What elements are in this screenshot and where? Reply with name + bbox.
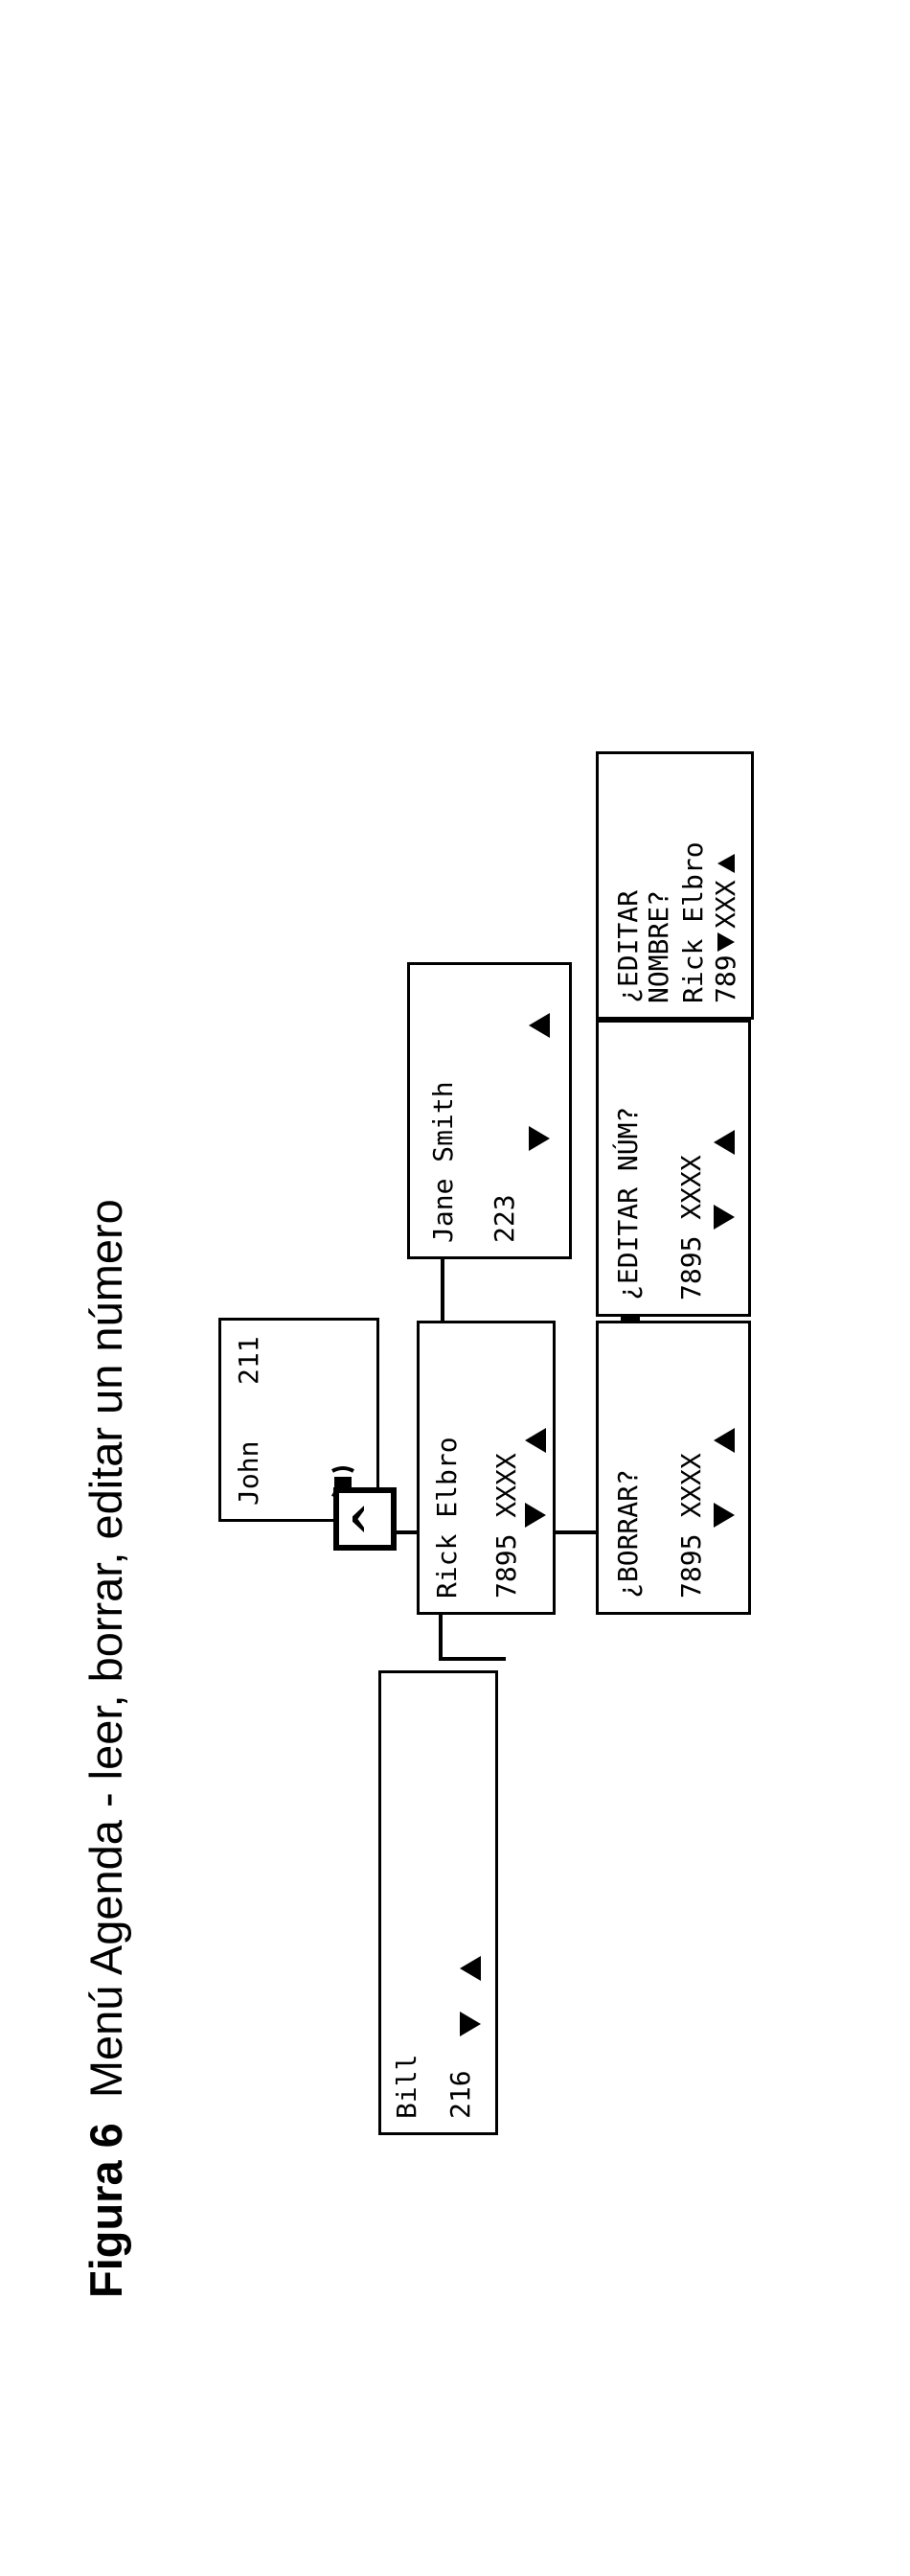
- prompt-text-2: NOMBRE?: [645, 890, 673, 1003]
- back-key: ^: [333, 1487, 397, 1551]
- triangle-down-icon: [525, 1503, 546, 1528]
- contact-number-tail: XXX: [712, 880, 740, 929]
- triangle-down-icon: [460, 2012, 481, 2036]
- contact-name: Bill: [393, 2055, 421, 2119]
- lcd-screen-jane: Jane Smith 223: [407, 962, 572, 1259]
- lcd-screen-borrar: ¿BORRAR? 7895 XXXX: [596, 1321, 751, 1615]
- contact-name: Rick Elbro: [433, 1437, 462, 1598]
- figure-caption: Figura 6 Menú Agenda - leer, borrar, edit…: [80, 1199, 132, 2298]
- contact-number: 211: [235, 1336, 263, 1385]
- connector-bill-rick-h: [439, 1615, 443, 1661]
- contact-name: Jane Smith: [429, 1081, 458, 1243]
- contact-number: 7895 XXXX: [677, 1453, 706, 1598]
- lcd-screen-rick: Rick Elbro 7895 XXXX: [417, 1321, 556, 1615]
- connector-rick-borrar: [554, 1530, 596, 1534]
- triangle-down-icon: [714, 1503, 735, 1528]
- lcd-screen-editar-num: ¿EDITAR NÚM? 7895 XXXX: [596, 1020, 751, 1317]
- figure-label: Figura 6: [80, 2123, 131, 2298]
- contact-number: 216: [446, 2070, 475, 2119]
- contact-number-partial: 789: [712, 954, 740, 1003]
- contact-name: John: [235, 1441, 263, 1506]
- triangle-up-icon: [525, 1428, 546, 1453]
- triangle-down-icon: [714, 1205, 735, 1230]
- lcd-screen-editar-nombre: ¿EDITAR NOMBRE? Rick Elbro 789 XXX: [596, 751, 754, 1020]
- contact-number: 7895 XXXX: [492, 1453, 521, 1598]
- figure-title: Menú Agenda - leer, borrar, editar un nú…: [80, 1199, 131, 2098]
- prompt-text: ¿BORRAR?: [614, 1469, 643, 1598]
- connector-bill-rick: [439, 1657, 506, 1661]
- triangle-up-icon: [714, 1130, 735, 1155]
- contact-name: Rick Elbro: [679, 841, 708, 1003]
- triangle-up-icon: [460, 1956, 481, 1981]
- contact-number: 7895 XXXX: [677, 1155, 706, 1300]
- triangle-up-icon: [717, 854, 735, 873]
- prompt-text: ¿EDITAR NÚM?: [614, 1107, 643, 1300]
- triangle-up-icon: [714, 1428, 735, 1453]
- lcd-screen-bill: Bill 216: [378, 1670, 498, 2135]
- triangle-down-icon: [717, 932, 735, 952]
- prompt-text: ¿EDITAR: [614, 890, 643, 1003]
- connector-rick-jane: [441, 1259, 444, 1321]
- triangle-up-icon: [529, 1013, 550, 1038]
- triangle-down-icon: [529, 1126, 550, 1151]
- contact-number: 223: [490, 1194, 519, 1243]
